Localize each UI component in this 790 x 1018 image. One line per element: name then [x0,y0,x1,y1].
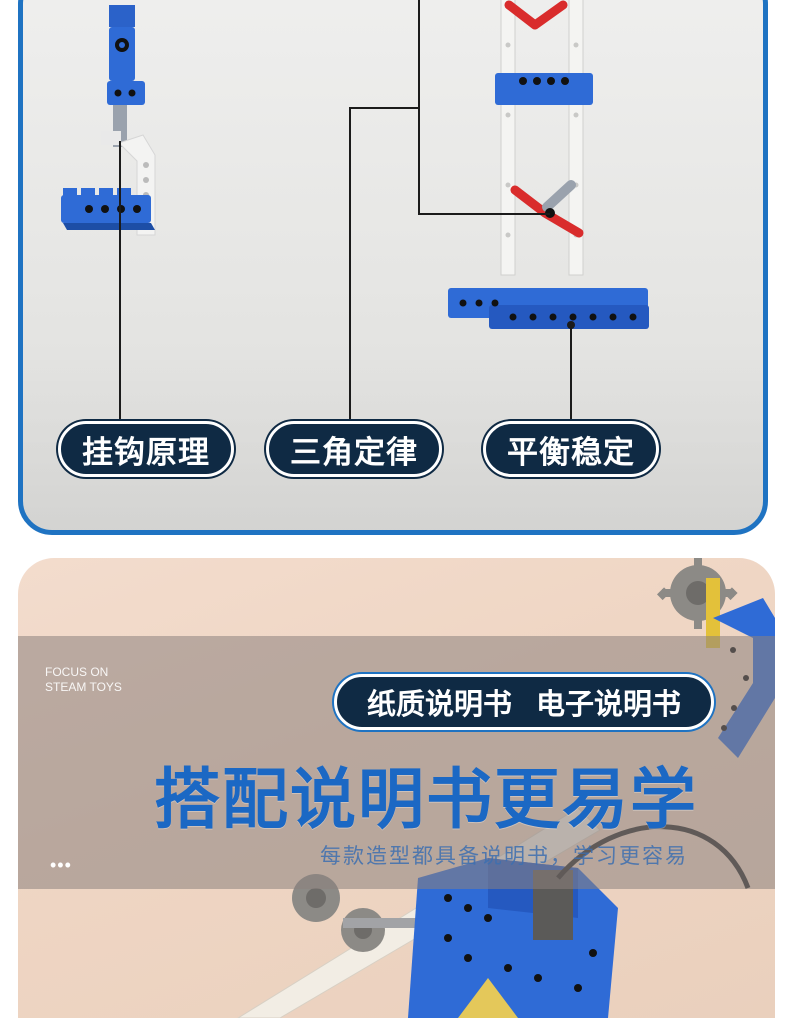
focus-line-2: STEAM TOYS [45,680,122,694]
bottom-manual-panel: FOCUS ON STEAM TOYS 纸质说明书 电子说明书 搭配说明书更易学… [18,558,775,1018]
manual-types-badge: 纸质说明书 电子说明书 [334,674,714,730]
digital-manual-label: 电子说明书 [535,687,681,721]
subheadline: 每款造型都具备说明书，学习更容易 [320,844,688,868]
tower-model [448,0,649,329]
triangle-connector-vertical [349,107,351,421]
focus-line-1: FOCUS ON [45,665,109,679]
balance-connector-line [570,325,572,421]
triangle-connector-up [418,0,420,214]
paper-manual-label: 纸质说明书 [366,687,512,721]
hook-connector-line [119,141,121,421]
headline: 搭配说明书更易学 [154,761,698,838]
hook-principle-label: 挂钩原理 [58,421,234,477]
balance-connector-dot [567,321,575,329]
triangle-law-label: 三角定律 [266,421,442,477]
ellipsis-dots: ••• [50,855,72,875]
balance-stability-label: 平衡稳定 [483,421,659,477]
top-product-panel: 挂钩原理 三角定律 平衡稳定 [18,0,768,535]
triangle-connector-horizontal [349,107,419,109]
hook-model [61,5,156,236]
focus-on-steam-tagline: FOCUS ON STEAM TOYS [45,665,122,695]
triangle-connector-to-tower [418,213,550,215]
